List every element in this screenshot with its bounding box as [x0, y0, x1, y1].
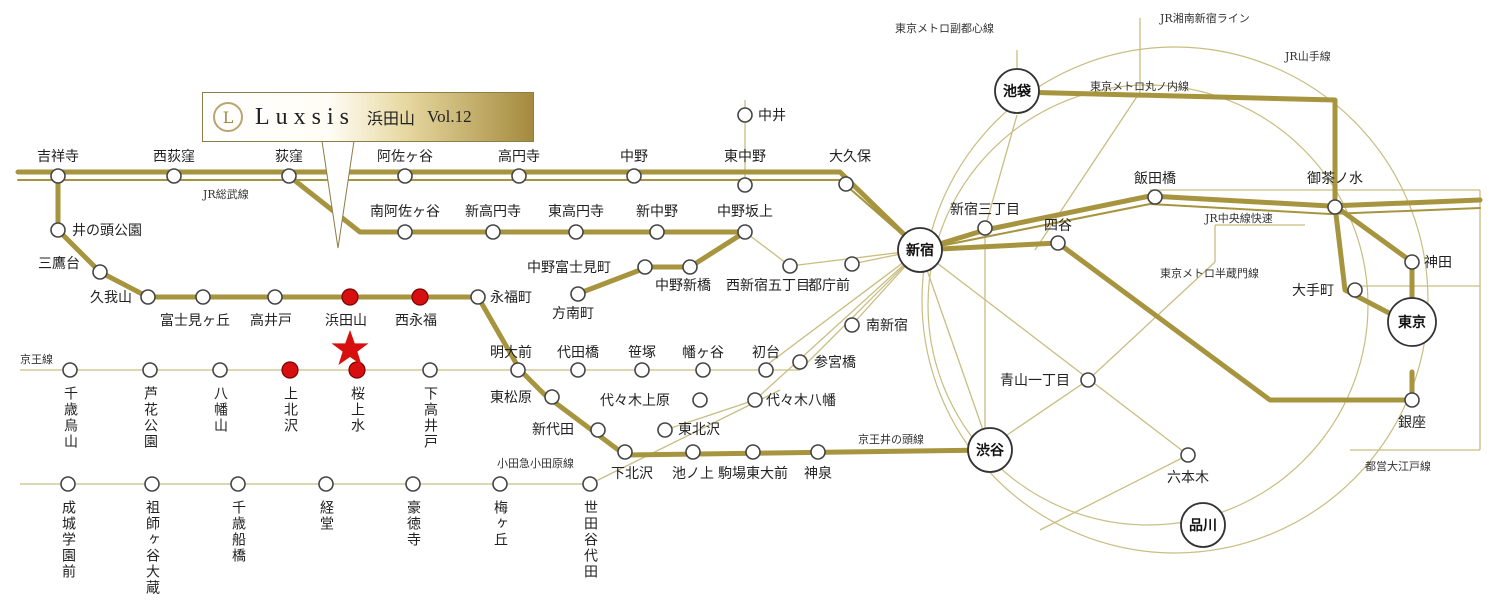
brand-logo-icon: L [213, 102, 243, 132]
station-sangubashi: 参宮橋 [814, 354, 856, 371]
line-jr-shonan: JR湘南新宿ライン [1159, 11, 1250, 25]
line-labels: JR総武線 京王線 京王井の頭線 小田急小田原線 東京メトロ副都心線 JR湘南新… [20, 11, 1431, 473]
brand-banner: L Luxsis 浜田山 Vol.12 [202, 92, 534, 142]
station-shimokitazawa: 下北沢 [611, 466, 653, 482]
station-koenji: 高円寺 [498, 148, 540, 165]
line-toei-oedo: 都営大江戸線 [1365, 459, 1431, 473]
line-jr-sobu: JR総武線 [202, 187, 249, 201]
station-setagayadaita: 世田谷代田 [582, 500, 598, 580]
station-hamadayama: 浜田山 [325, 313, 367, 329]
station-nakanoshinbashi: 中野新橋 [655, 278, 711, 294]
station-umegaoka: 梅ヶ丘 [492, 500, 508, 548]
station-tochomae: 都庁前 [808, 277, 850, 294]
station-shibuya: 渋谷 [976, 442, 1005, 459]
station-kichijoji: 吉祥寺 [37, 149, 79, 165]
station-mitakadai: 三鷹台 [38, 256, 80, 272]
station-honancho: 方南町 [552, 306, 594, 322]
station-ochanomizu: 御茶ノ水 [1307, 171, 1363, 187]
station-higashikitazawa: 東北沢 [678, 422, 720, 438]
thin-lines [20, 18, 1481, 531]
station-ginza: 銀座 [1398, 415, 1426, 431]
station-soshigayaokura: 祖師ヶ谷大蔵 [144, 500, 160, 596]
station-otemachi: 大手町 [1292, 283, 1334, 299]
line-metro-hanzomon: 東京メトロ半蔵門線 [1160, 266, 1259, 280]
station-yoyogiuehara: 代々木上原 [600, 393, 670, 409]
station-shinagawa: 品川 [1189, 518, 1217, 534]
station-hatagaya: 幡ヶ谷 [682, 345, 724, 361]
station-sasazuka: 笹塚 [628, 345, 656, 361]
station-fujimigaoka: 富士見ヶ丘 [160, 312, 230, 329]
station-ikenoue: 池ノ上 [672, 466, 714, 482]
station-kanda: 神田 [1424, 255, 1452, 271]
station-chitosefunabashi: 千歳船橋 [230, 500, 246, 564]
station-shindaita: 新代田 [532, 422, 574, 438]
station-markers [50, 107, 1420, 492]
station-asagaya: 阿佐ヶ谷 [377, 149, 433, 165]
station-ogikubo: 荻窪 [275, 148, 303, 165]
station-hatsudai: 初台 [752, 344, 780, 361]
line-odakyu: 小田急小田原線 [497, 456, 574, 470]
station-ikebukuro: 池袋 [1003, 83, 1032, 100]
station-iidabashi: 飯田橋 [1134, 170, 1176, 187]
station-higashinakano: 東中野 [724, 149, 766, 165]
vertical-station-labels: 千歳烏山 芦花公園 八幡山 上北沢 桜上水 下高井戸 成城学園前 祖師ヶ谷大蔵 … [60, 386, 598, 596]
brand-vol: Vol.12 [427, 107, 472, 126]
station-nishishinjuku5: 西新宿五丁目 [726, 277, 810, 294]
station-sakurajosui: 桜上水 [349, 386, 365, 434]
station-rokakoen: 芦花公園 [142, 386, 158, 450]
highlight-stations [281, 288, 429, 379]
line-metro-marunouchi: 東京メトロ丸ノ内線 [1090, 79, 1189, 93]
station-shinjuku3: 新宿三丁目 [950, 201, 1020, 218]
station-chitosekarasuyama: 千歳烏山 [62, 386, 78, 450]
station-yotsuya: 四谷 [1044, 218, 1072, 234]
brand-pointer [321, 140, 355, 249]
brand-place: 浜田山 [367, 109, 416, 128]
station-nakano: 中野 [620, 149, 648, 165]
station-daitabashi: 代田橋 [557, 345, 599, 361]
brand-name: Luxsis [255, 103, 356, 130]
line-keio: 京王線 [20, 352, 53, 366]
station-tokyo: 東京 [1398, 314, 1426, 331]
station-gotokuji: 豪徳寺 [405, 500, 421, 548]
line-jr-yamanote: JR山手線 [1284, 49, 1331, 63]
station-nakanofujimicho: 中野富士見町 [527, 259, 611, 276]
hub-labels: 新宿 池袋 渋谷 東京 品川 [906, 83, 1426, 534]
station-nakai: 中井 [758, 108, 786, 124]
station-shinjuku: 新宿 [906, 242, 934, 259]
station-seijogakuenmae: 成城学園前 [60, 500, 76, 580]
station-shinsen: 神泉 [804, 465, 832, 482]
line-jr-chuo: JR中央線快速 [1204, 211, 1273, 225]
station-takaido: 高井戸 [250, 312, 292, 329]
line-metro-fukutoshin: 東京メトロ副都心線 [895, 21, 994, 35]
station-minamiasagaya: 南阿佐ヶ谷 [370, 204, 440, 220]
hub-stations [897, 68, 1437, 548]
station-nakanosakaue: 中野坂上 [717, 204, 773, 220]
station-komabatodaimae: 駒場東大前 [718, 465, 788, 482]
station-shinnakano: 新中野 [636, 204, 678, 220]
station-labels: 吉祥寺 西荻窪 荻窪 阿佐ヶ谷 高円寺 中野 東中野 大久保 中井 南阿佐ヶ谷 … [37, 108, 1452, 486]
station-inokashirakoen: 井の頭公園 [72, 223, 142, 239]
station-minamishinjuku: 南新宿 [866, 317, 908, 334]
station-yoyogihachiman: 代々木八幡 [766, 393, 836, 409]
line-keio-inokashira: 京王井の頭線 [858, 432, 924, 446]
station-eifukucho: 永福町 [490, 290, 532, 306]
station-kugayama: 久我山 [90, 290, 132, 306]
star-marker [331, 330, 369, 365]
station-nishieifuku: 西永福 [395, 313, 437, 329]
station-meidaimae: 明大前 [490, 344, 532, 361]
loop-circles [921, 46, 1429, 554]
station-shinkoenji: 新高円寺 [465, 203, 521, 220]
station-kyodo: 経堂 [318, 500, 334, 532]
station-aoyama1: 青山一丁目 [1000, 373, 1070, 389]
station-kamikitazawa: 上北沢 [282, 386, 298, 434]
station-hachimanyama: 八幡山 [212, 386, 228, 434]
station-higashikoenji: 東高円寺 [548, 203, 604, 220]
station-shimotakaido: 下高井戸 [422, 386, 438, 450]
station-okubo: 大久保 [829, 149, 871, 165]
station-nishiogikubo: 西荻窪 [153, 148, 195, 165]
station-roppongi: 六本木 [1167, 470, 1209, 486]
station-higashimatsubara: 東松原 [490, 390, 532, 406]
